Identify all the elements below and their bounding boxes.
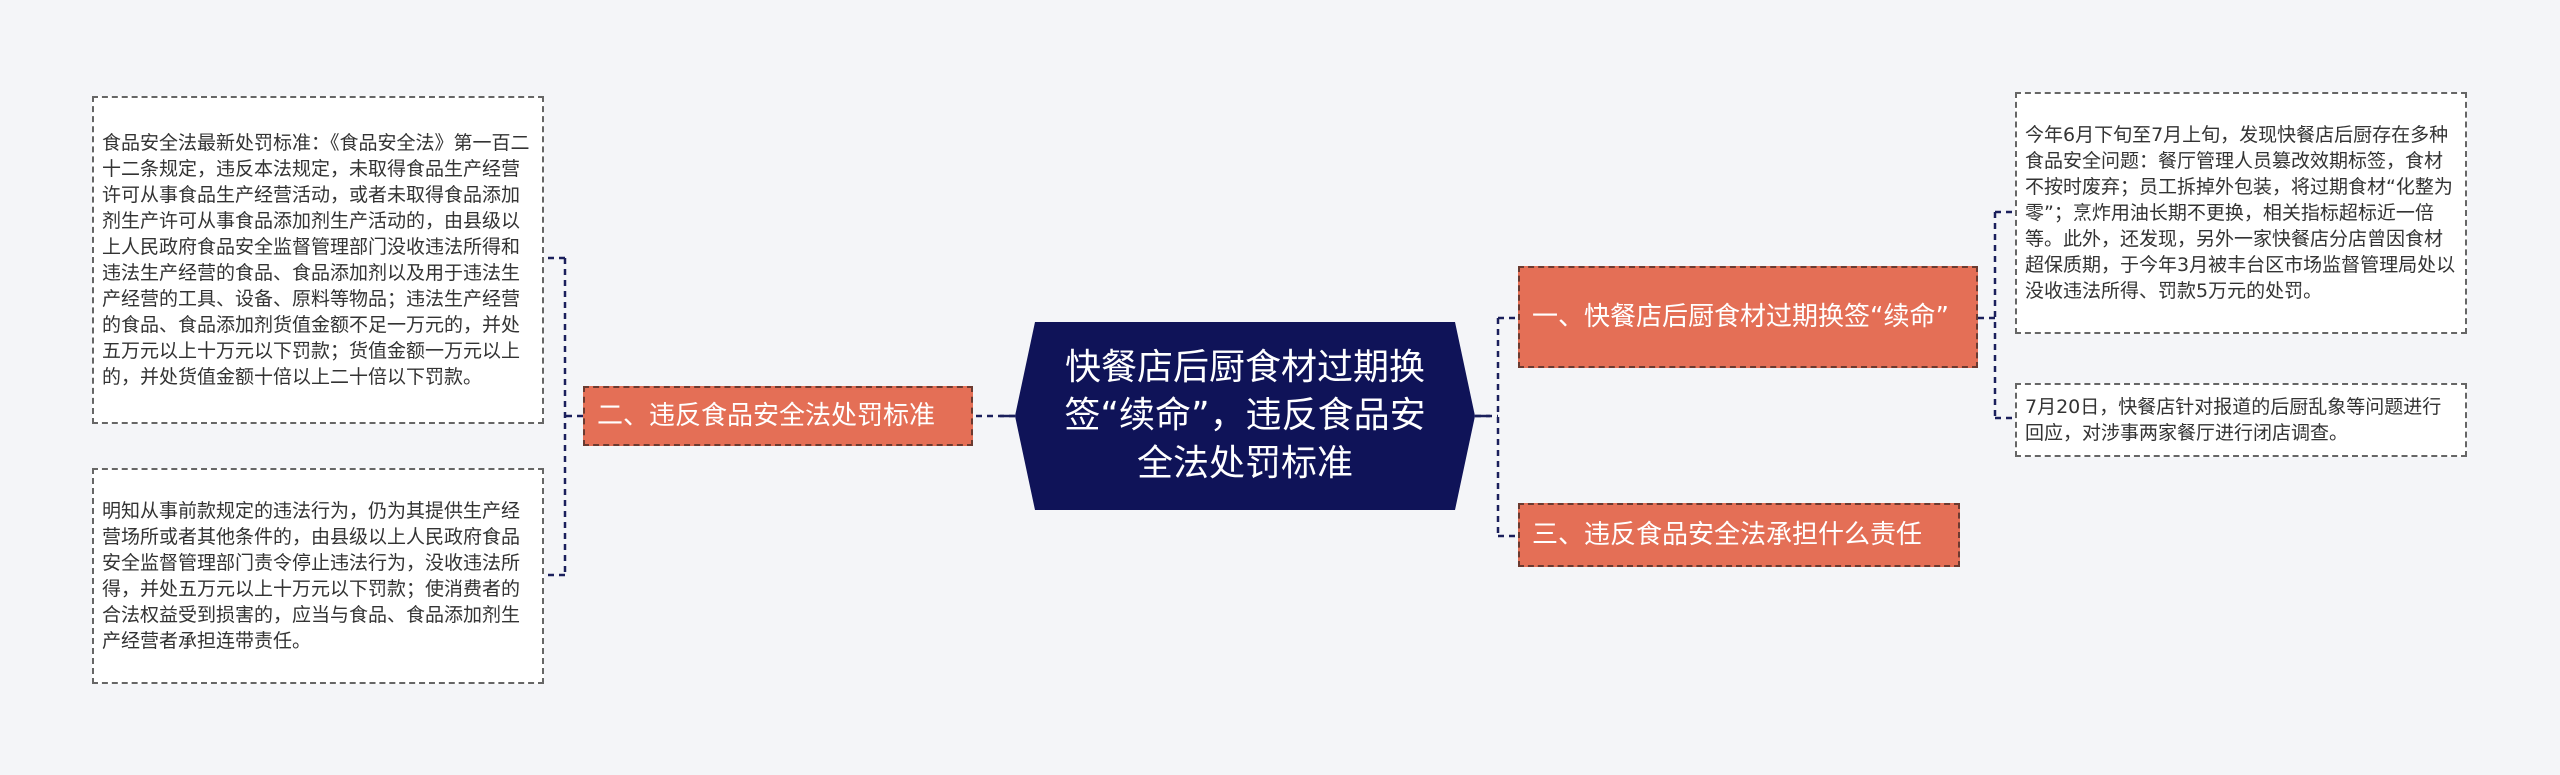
branch-penalty-standards[interactable]: 二、违反食品安全法处罚标准 <box>583 386 973 446</box>
connector-right1-leaves <box>1978 210 2015 420</box>
leaf-article-122[interactable]: 食品安全法最新处罚标准：《食品安全法》第一百二十二条规定，违反本法规定，未取得食… <box>92 96 544 424</box>
central-topic-title: 快餐店后厨食材过期换签“续命”，违反食品安全法处罚标准 <box>1064 347 1426 484</box>
branch-liability-label: 三、违反食品安全法承担什么责任 <box>1532 520 1923 550</box>
leaf-article-122-text: 食品安全法最新处罚标准：《食品安全法》第一百二十二条规定，违反本法规定，未取得食… <box>102 132 530 388</box>
leaf-store-response[interactable]: 7月20日，快餐店针对报道的后厨乱象等问题进行回应，对涉事两家餐厅进行闭店调查。 <box>2015 383 2467 457</box>
branch-expired-ingredients[interactable]: 一、快餐店后厨食材过期换签“续命” <box>1518 266 1978 368</box>
branch-liability[interactable]: 三、违反食品安全法承担什么责任 <box>1518 503 1960 567</box>
leaf-joint-liability[interactable]: 明知从事前款规定的违法行为，仍为其提供生产经营场所或者其他条件的，由县级以上人民… <box>92 468 544 684</box>
leaf-joint-liability-text: 明知从事前款规定的违法行为，仍为其提供生产经营场所或者其他条件的，由县级以上人民… <box>102 500 521 652</box>
leaf-investigation-findings[interactable]: 今年6月下旬至7月上旬，发现快餐店后厨存在多种食品安全问题：餐厅管理人员篡改效期… <box>2015 92 2467 334</box>
connector-left2-leaves <box>545 256 583 577</box>
leaf-investigation-findings-text: 今年6月下旬至7月上旬，发现快餐店后厨存在多种食品安全问题：餐厅管理人员篡改效期… <box>2025 124 2456 302</box>
central-topic[interactable]: 快餐店后厨食材过期换签“续命”，违反食品安全法处罚标准 <box>1015 322 1475 510</box>
connector-central-right <box>1475 316 1518 538</box>
branch-penalty-standards-label: 二、违反食品安全法处罚标准 <box>597 401 936 431</box>
leaf-store-response-text: 7月20日，快餐店针对报道的后厨乱象等问题进行回应，对涉事两家餐厅进行闭店调查。 <box>2025 396 2442 444</box>
branch-expired-ingredients-label: 一、快餐店后厨食材过期换签“续命” <box>1532 302 1949 332</box>
